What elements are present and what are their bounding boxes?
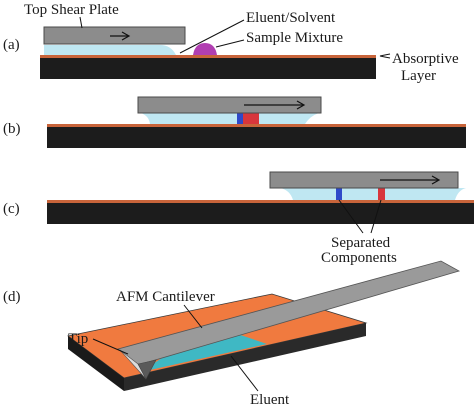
absorptive-label-line1: Absorptive	[392, 51, 459, 67]
panel-c-label: (c)	[3, 201, 20, 217]
sample-band-red	[243, 113, 259, 124]
panel-d-label: (d)	[3, 289, 21, 305]
motion-arrowhead-b	[296, 100, 306, 110]
eluent-label: Eluent	[250, 392, 290, 408]
substrate-c	[47, 203, 474, 224]
panel-a: (a) Top Shear Plate Eluent/Solvent Sampl…	[3, 2, 459, 84]
motion-arrowhead-a	[121, 31, 131, 41]
substrate-b	[47, 127, 466, 148]
top-shear-plate-leader	[79, 16, 83, 29]
panel-d: (d) AFM Cantilever Tip Eluent	[3, 260, 461, 408]
eluent-film-b	[141, 113, 319, 124]
absorptive-leader	[379, 53, 391, 59]
sample-band-blue	[237, 113, 243, 124]
separated-leader-blue	[338, 199, 364, 234]
eluent-film-a	[44, 45, 176, 55]
panel-b: (b)	[3, 96, 466, 148]
separated-component-blue	[336, 188, 342, 200]
substrate-block-front	[124, 323, 366, 391]
sample-mixture-droplet	[193, 43, 217, 55]
eluent-film-c	[280, 188, 466, 200]
mixture-label-line2: Sample Mixture	[246, 30, 343, 46]
droplet-leader	[215, 39, 245, 48]
absorptive-layer-b	[47, 124, 466, 127]
mixture-label-line1: Eluent/Solvent	[246, 10, 336, 26]
absorptive-layer-c	[47, 200, 474, 203]
substrate-a	[40, 58, 376, 79]
afm-cantilever-label: AFM Cantilever	[116, 289, 215, 305]
substrate-block-left	[68, 336, 124, 391]
top-shear-plate-b	[137, 96, 322, 114]
absorptive-layer-a	[40, 55, 376, 58]
afm-cantilever-leader	[183, 304, 203, 329]
tip-label: Tip	[68, 331, 88, 347]
mixture-leader	[179, 19, 245, 54]
top-shear-plate-c	[269, 171, 459, 189]
top-shear-plate-label: Top Shear Plate	[24, 2, 119, 18]
tip-leader	[92, 338, 129, 355]
panel-c: (c) Separated Components	[3, 171, 474, 266]
afm-tip-right	[137, 359, 157, 380]
separated-label-line1: Separated	[331, 235, 391, 251]
separated-component-red	[378, 188, 385, 200]
absorptive-label-line2: Layer	[401, 68, 436, 84]
eluent-leader	[230, 355, 259, 392]
panel-b-label: (b)	[3, 121, 21, 137]
separated-leader-red	[370, 199, 382, 234]
separated-label-line2: Components	[321, 250, 397, 266]
motion-arrowhead-c	[431, 175, 441, 185]
panel-a-label: (a)	[3, 37, 20, 53]
